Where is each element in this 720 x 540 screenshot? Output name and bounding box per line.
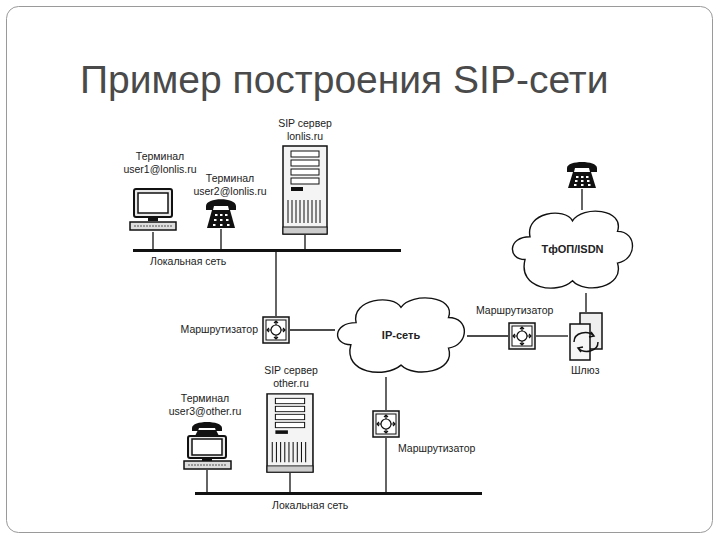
telephone-icon [205, 196, 237, 229]
network-link [290, 329, 335, 330]
telephone-symbol [567, 162, 597, 188]
network-link [152, 232, 153, 249]
node-label: Терминал user3@other.ru [150, 392, 260, 417]
node-label: Локальная сеть [272, 499, 372, 512]
node-label: Локальная сеть [150, 255, 250, 268]
router-icon [262, 316, 290, 344]
server-tower-icon [266, 393, 314, 473]
sip-server: SIP сервер lonlis.ru [282, 145, 328, 235]
gateway-icon [568, 312, 604, 362]
network-link [385, 377, 386, 410]
network-link [275, 252, 276, 316]
network-link [289, 473, 290, 492]
slide-title: Пример построения SIP-сети [80, 58, 608, 102]
network-link [536, 335, 568, 336]
cloud-label-box: IP-сеть [335, 292, 467, 377]
node-label: ТфОП/ISDN [541, 243, 603, 255]
node-label: Маршрутизатор [398, 442, 488, 455]
router-icon [508, 322, 536, 350]
node-label: SIP сервер other.ru [258, 364, 324, 389]
network-link [206, 470, 207, 492]
router: Маршрутизатор [508, 322, 536, 350]
network-cloud: IP-сеть [335, 292, 467, 377]
router: Маршрутизатор [262, 316, 290, 344]
local-network-bus: Локальная сеть [133, 249, 401, 252]
node-label: Маршрутизатор [476, 304, 566, 317]
network-link [385, 438, 386, 492]
node-label: Маршрутизатор [178, 323, 258, 336]
terminal: Терминал user3@other.ru [180, 420, 235, 470]
slide-border [7, 7, 713, 533]
network-link [304, 235, 305, 249]
router: Маршрутизатор [372, 410, 400, 438]
network-link [220, 229, 221, 249]
terminal: Терминал user2@lonlis.ru [205, 196, 237, 229]
router-icon [372, 410, 400, 438]
network-link [585, 293, 586, 312]
node-label: Терминал user1@lonlis.ru [110, 150, 210, 175]
cloud-label-box: ТфОП/ISDN [510, 205, 635, 293]
local-network-bus: Локальная сеть [195, 492, 482, 495]
node-label: IP-сеть [382, 329, 420, 341]
phone-line [581, 189, 582, 210]
computer-phone-icon [180, 420, 235, 470]
computer-icon [128, 187, 178, 232]
gateway: Шлюз [568, 312, 604, 362]
server-tower-icon [282, 145, 328, 235]
node-label: Шлюз [571, 364, 611, 377]
network-link [467, 335, 508, 336]
node-label: Терминал user2@lonlis.ru [180, 172, 280, 197]
terminal: Терминал user1@lonlis.ru [128, 187, 178, 232]
node-label: SIP сервер lonlis.ru [272, 117, 338, 142]
network-cloud: ТфОП/ISDN [510, 205, 635, 293]
sip-server: SIP сервер other.ru [266, 393, 314, 473]
